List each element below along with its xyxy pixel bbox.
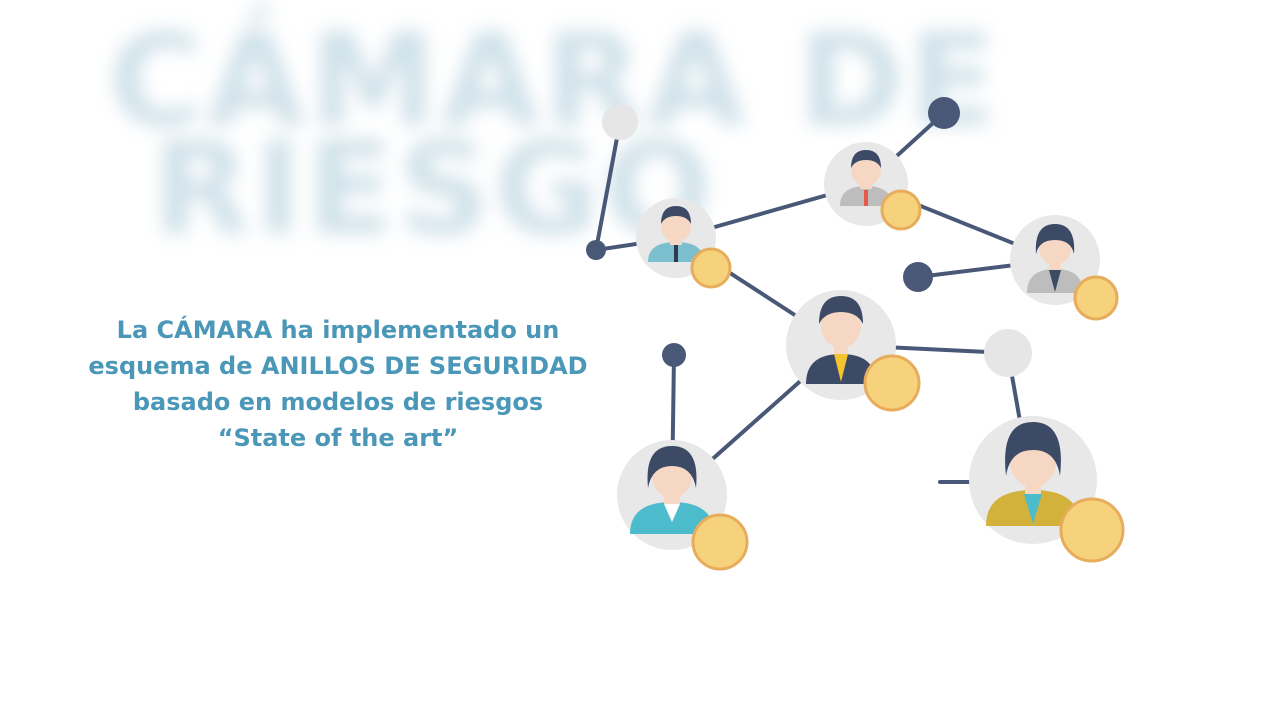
- background-title-line-2: RIESGO: [152, 115, 716, 264]
- coin-icon: [1073, 275, 1119, 321]
- node-dot: [903, 262, 933, 292]
- coin-icon: [1059, 497, 1125, 563]
- connector: [594, 120, 622, 252]
- coin-icon: [690, 247, 732, 289]
- node-empty: [602, 104, 638, 140]
- coin-icon: [863, 354, 921, 412]
- coin-icon: [880, 189, 922, 231]
- caption-line-3: basado en modelos de riesgos: [132, 388, 544, 416]
- node-dot: [662, 343, 686, 367]
- caption-line-1: La CÁMARA ha implementado un: [116, 316, 560, 344]
- node-dot: [586, 240, 606, 260]
- node-empty: [984, 329, 1032, 377]
- node-dot: [928, 97, 960, 129]
- caption-line-4: “State of the art”: [217, 424, 459, 452]
- background-title: CÁMARA DE RIESGO: [0, 7, 1268, 264]
- caption-line-2: esquema de ANILLOS DE SEGURIDAD: [88, 352, 588, 380]
- caption-text: La CÁMARA ha implementado un esquema de …: [60, 312, 616, 456]
- person-avatar-icon: [1010, 215, 1100, 305]
- coin-icon: [691, 513, 749, 571]
- background-title-line-1: CÁMARA DE: [108, 7, 1000, 156]
